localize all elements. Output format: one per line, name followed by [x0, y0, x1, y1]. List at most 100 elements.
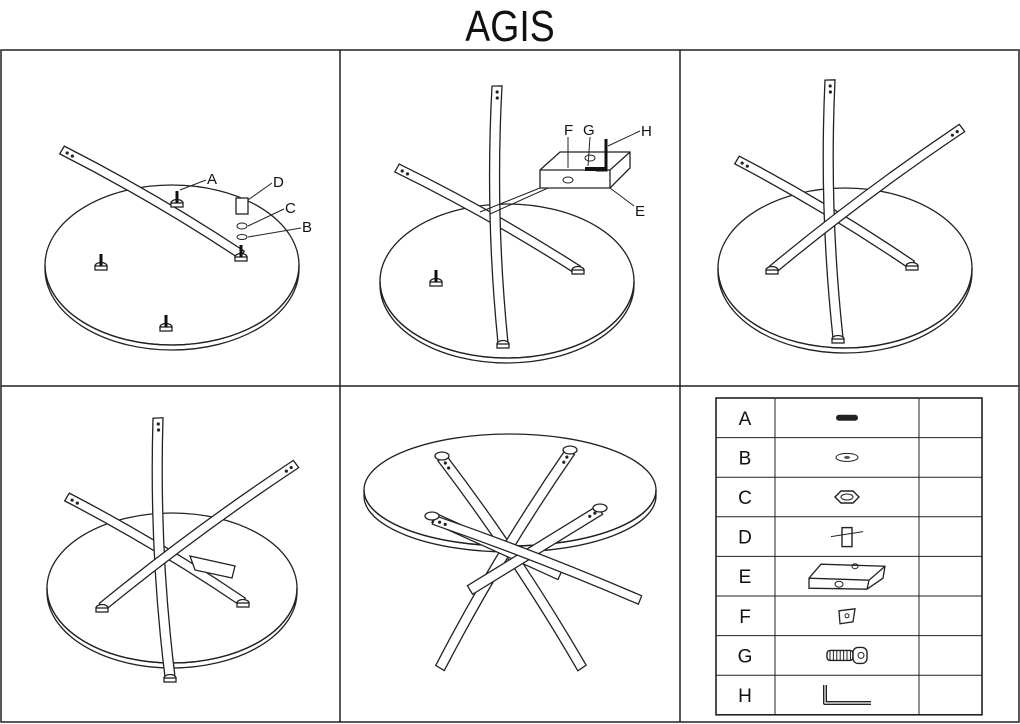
bracket-frame-icon: [808, 563, 886, 590]
leg-cap: [592, 503, 608, 513]
stud-base-side: [170, 202, 184, 208]
leg-hole: [565, 455, 569, 459]
part-letter: B: [739, 448, 752, 469]
stud-base-side: [831, 338, 845, 344]
leg-hole: [75, 501, 79, 505]
plate-hole: [844, 613, 850, 619]
leg-hole: [828, 90, 832, 94]
leg-hole: [156, 422, 160, 426]
glass-edge: [44, 264, 300, 351]
allen-key-highlight: [824, 685, 871, 704]
stud-base-side: [234, 256, 248, 262]
step-1-panel: [44, 145, 302, 351]
bracket-hole: [834, 580, 844, 588]
bracket-hole: [562, 176, 574, 184]
stud-base-side: [905, 265, 919, 271]
leg-hole: [284, 469, 288, 473]
allen-key-icon: [823, 685, 871, 705]
leader-line: [609, 187, 635, 207]
table-leg: [822, 79, 844, 339]
parts-table: [715, 397, 983, 716]
washer-hole: [844, 455, 850, 459]
stud-base-side: [163, 677, 177, 683]
stud-base-side: [94, 265, 108, 271]
hex-nut-icon: [834, 490, 860, 504]
leg-cap: [424, 511, 440, 521]
leg-hole: [289, 465, 293, 470]
stud-base-side: [236, 602, 250, 608]
label-f: F: [564, 122, 573, 139]
glass-top: [363, 433, 657, 547]
table-leg: [434, 448, 576, 672]
leader-line: [247, 208, 285, 227]
step-5-panel: [363, 433, 657, 672]
leader-line: [587, 136, 591, 167]
table-leg: [466, 504, 604, 596]
stud-base-side: [571, 269, 585, 275]
stud-base-side: [95, 607, 109, 613]
connector-pin: [830, 531, 864, 538]
label-e: E: [635, 203, 645, 220]
allen-key-icon: [823, 685, 871, 705]
leg-hole: [740, 161, 744, 165]
stud-base-side: [159, 326, 173, 332]
connector-d: [235, 197, 249, 215]
table-leg: [488, 85, 509, 344]
leg-hole: [495, 96, 499, 100]
glass-edge: [46, 587, 298, 669]
leg-cap: [562, 445, 578, 455]
step-3-panel: [717, 79, 973, 354]
allen-key-h: [596, 139, 608, 172]
washer-b: [236, 234, 248, 240]
nut-hole: [840, 493, 854, 501]
bracket-e-edges: [540, 151, 631, 188]
label-c: C: [285, 200, 296, 217]
bracket-hole: [584, 154, 596, 162]
part-letter: H: [738, 686, 752, 707]
panel-grid: [0, 49, 1020, 723]
leader-line: [179, 179, 207, 191]
hex-nut-icon: [834, 490, 860, 504]
leader-line: [247, 182, 273, 201]
leg-hole: [443, 461, 447, 465]
part-letter: E: [739, 567, 752, 588]
leg-hole: [745, 164, 749, 168]
table-leg: [431, 514, 643, 606]
leg-hole: [443, 522, 447, 526]
leg-hole: [400, 169, 404, 173]
bracket-icon: [808, 563, 886, 590]
socket-bolt-icon: [826, 646, 868, 665]
leg-hole: [156, 428, 161, 432]
part-letter: G: [738, 646, 753, 667]
washer-icon: [835, 452, 859, 462]
leg-hole: [588, 514, 592, 518]
leg-hole: [593, 511, 597, 515]
glass-edge: [379, 280, 635, 364]
connector-icon: [841, 526, 853, 548]
bolt-socket: [857, 651, 865, 659]
label-b: B: [302, 219, 312, 236]
bolt-head: [852, 646, 868, 665]
part-letter: F: [739, 607, 751, 628]
leg-hole: [70, 498, 74, 502]
table-leg: [58, 145, 246, 260]
bracket-hole: [851, 563, 859, 570]
leader-line: [247, 227, 302, 238]
plate-icon: [838, 608, 856, 625]
leg-hole: [950, 133, 954, 137]
part-letter: A: [739, 409, 752, 430]
threaded-stud-icon: [836, 414, 858, 421]
leg-hole: [437, 520, 442, 524]
leg-hole: [447, 466, 451, 470]
step-2-panel: [379, 85, 641, 364]
leader-line: [489, 187, 549, 215]
leg-hole: [495, 90, 499, 94]
page-title: AGIS: [465, 2, 555, 51]
leg-hole: [562, 460, 566, 464]
label-d: D: [273, 174, 284, 191]
glass-edge: [363, 489, 657, 553]
leg-cap: [434, 451, 450, 461]
stud-base-side: [496, 343, 510, 349]
plate-icon: [838, 608, 856, 625]
